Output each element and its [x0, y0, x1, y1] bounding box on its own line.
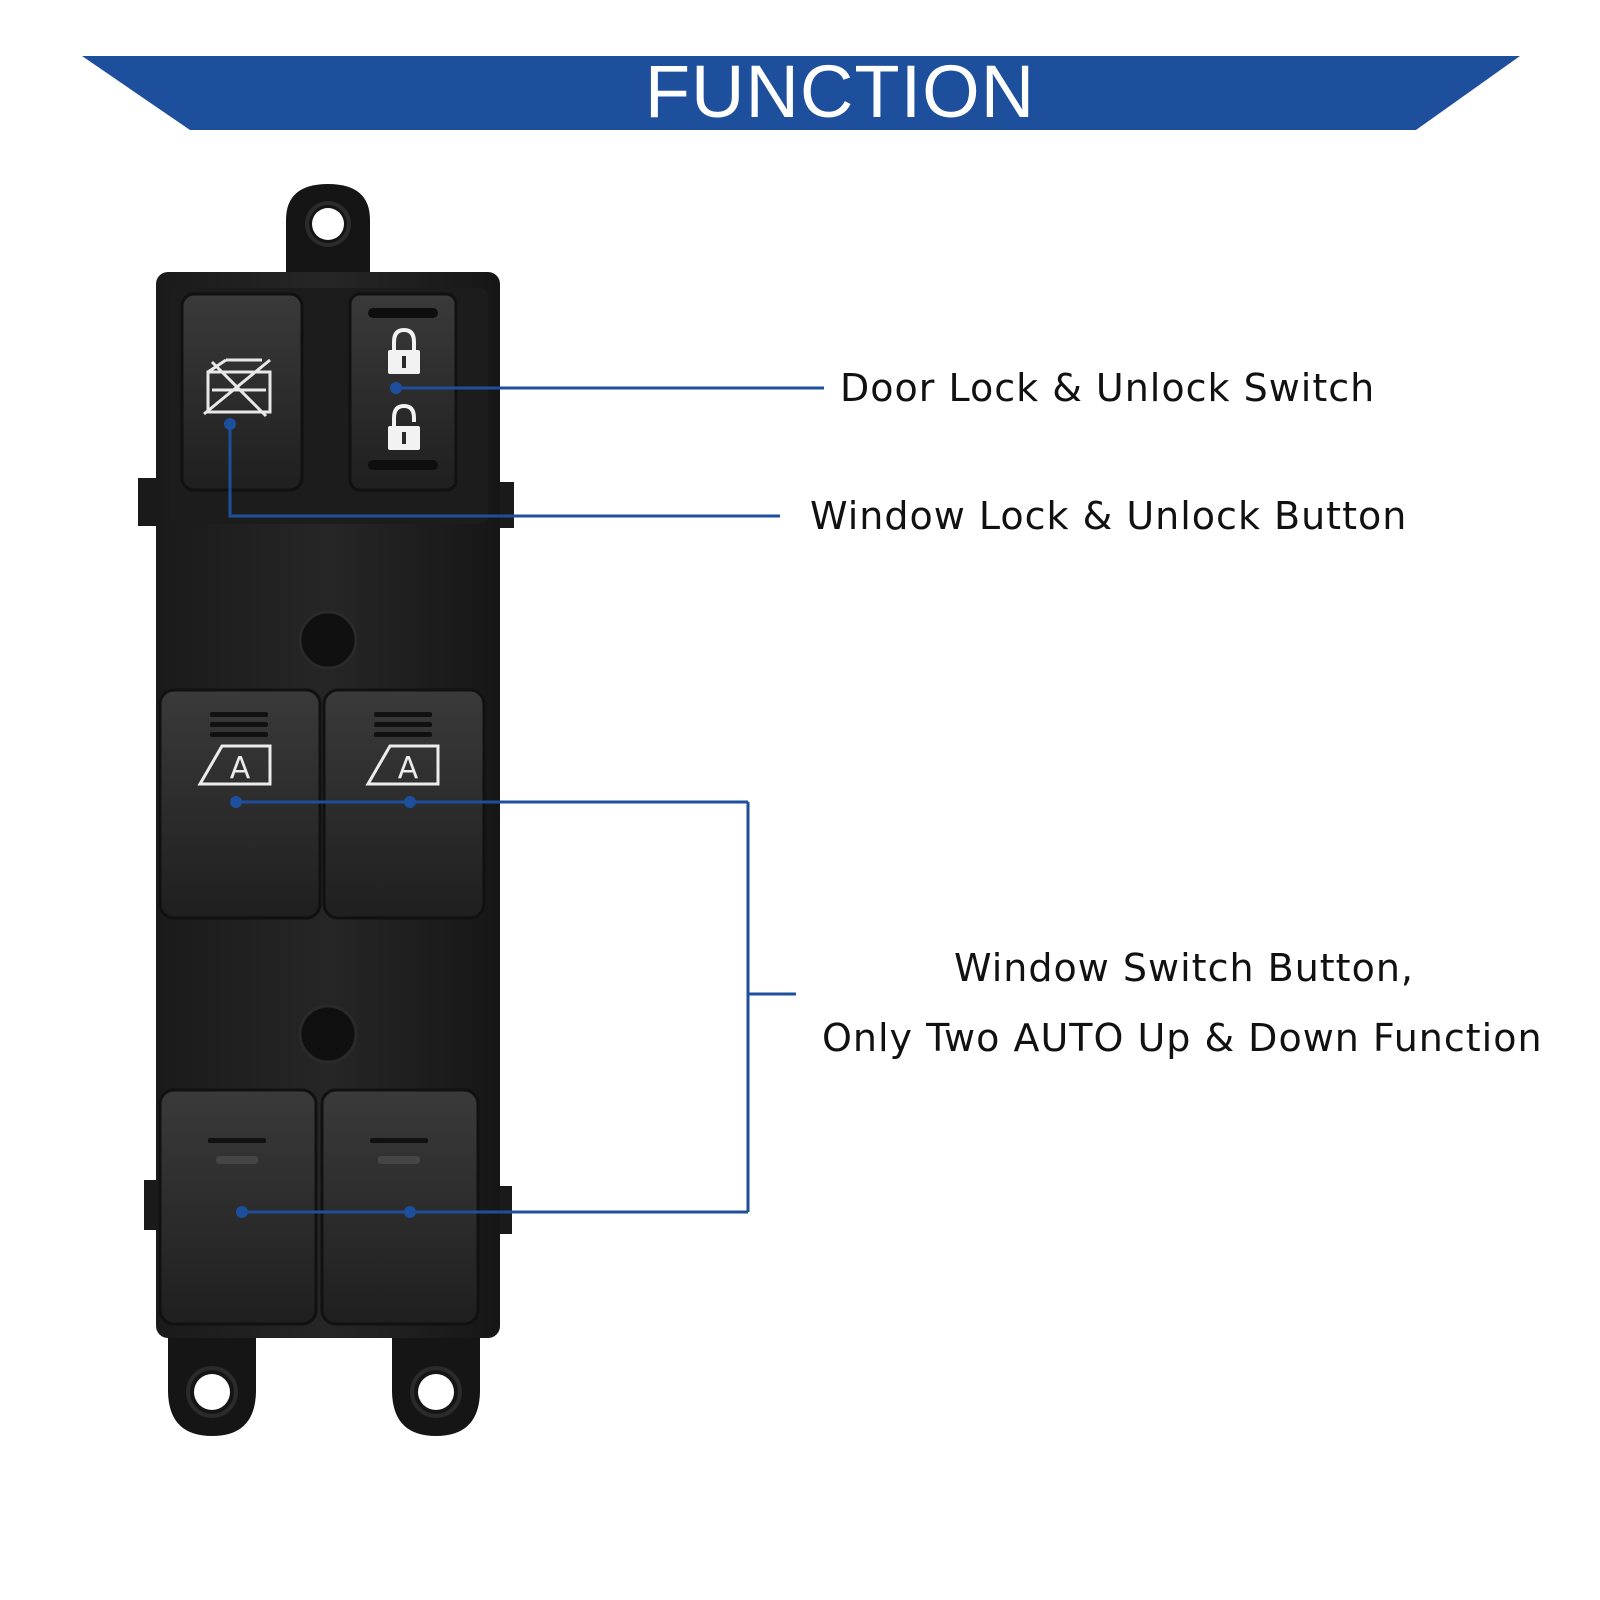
- function-banner: [82, 56, 1520, 130]
- window-lock-icon: [203, 358, 272, 418]
- banner-title: FUNCTION: [644, 50, 1036, 133]
- door-lock-label: Door Lock & Unlock Switch: [840, 366, 1376, 410]
- auto-badge-letter-left: A: [230, 751, 251, 786]
- auto-badge-letter-right: A: [398, 751, 419, 786]
- front-right-auto-window-button[interactable]: [322, 688, 486, 920]
- top-mount-tab: [286, 184, 370, 290]
- rear-right-window-button[interactable]: [320, 1088, 480, 1326]
- window-lock-label: Window Lock & Unlock Button: [810, 494, 1408, 538]
- window-switch-label-line1: Window Switch Button,: [954, 946, 1414, 990]
- door-lock-switch[interactable]: [348, 292, 458, 492]
- padlock-unlocked-icon: [388, 403, 420, 450]
- window-switch-label-line2: Only Two AUTO Up & Down Function: [822, 1016, 1543, 1060]
- bottom-mount-tabs: [168, 1320, 480, 1436]
- padlock-locked-icon: [388, 327, 420, 374]
- auto-window-icon: [197, 744, 440, 786]
- rear-left-window-button[interactable]: [158, 1088, 318, 1326]
- callout-lines: [228, 386, 824, 1214]
- callout-dots: [224, 382, 416, 1218]
